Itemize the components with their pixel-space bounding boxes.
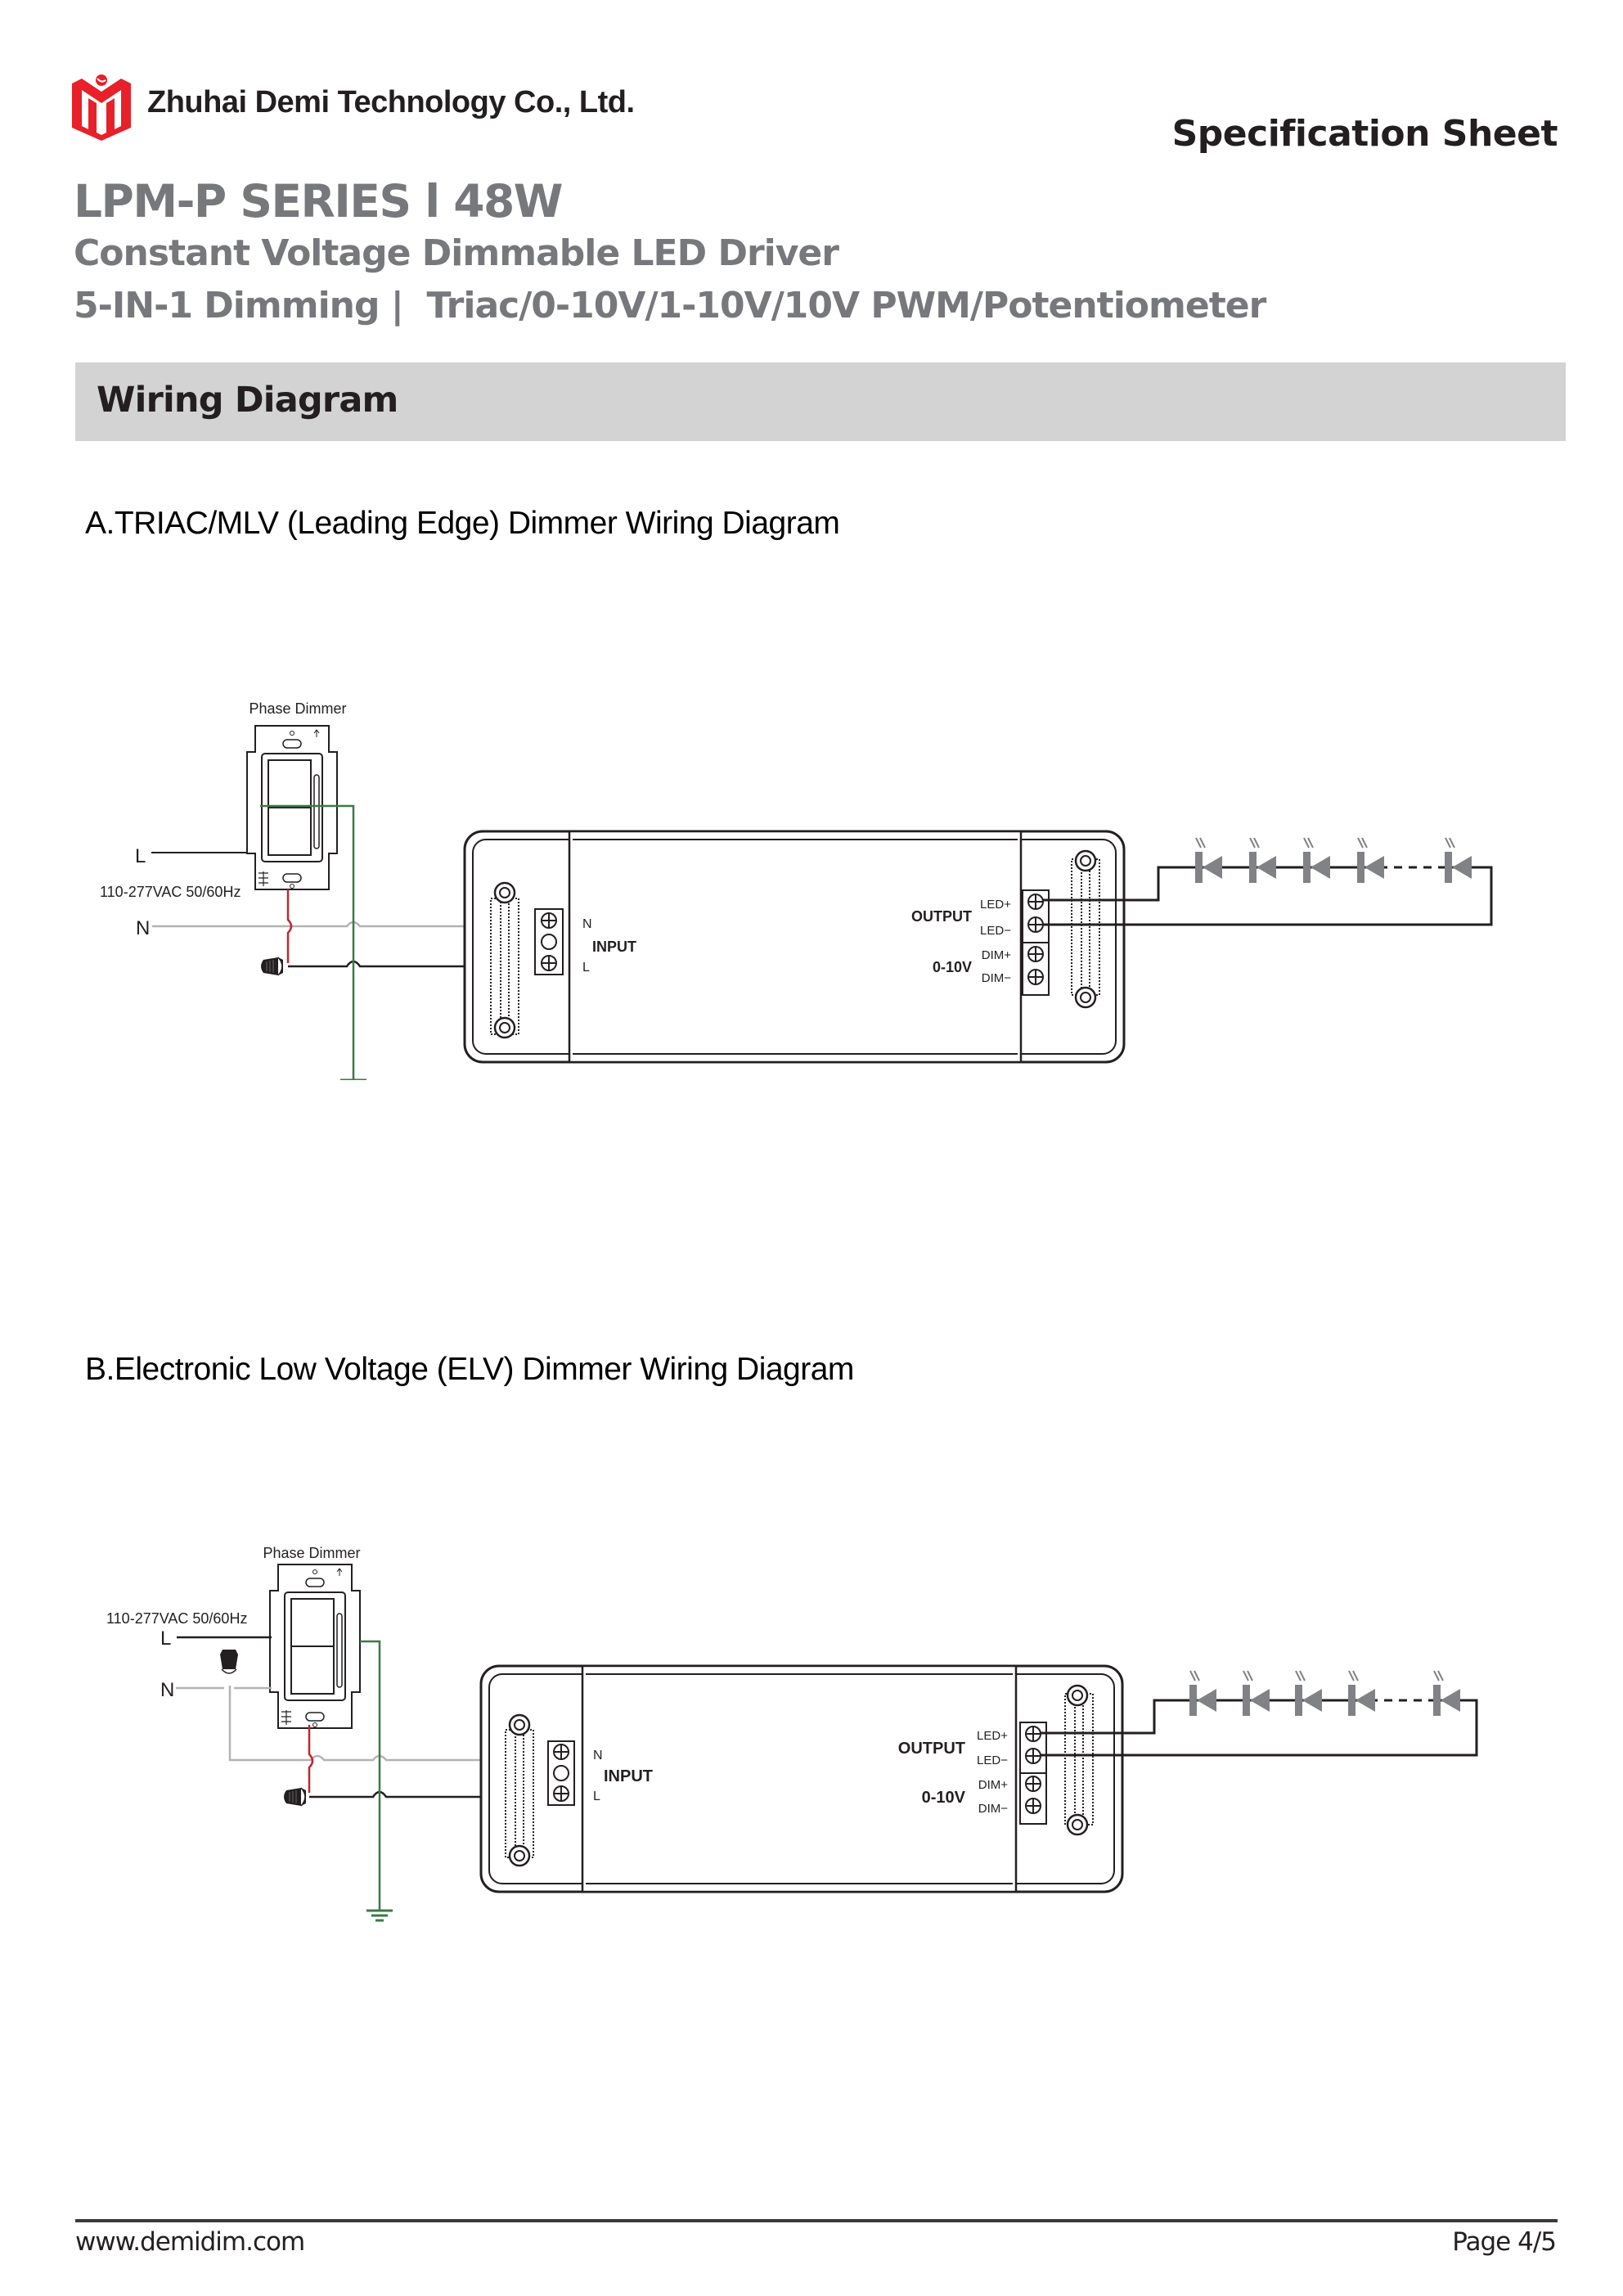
led-icon (1302, 837, 1331, 884)
dimming-modes: 5-IN-1 Dimming | Triac/0-10V/1-10V/10V P… (74, 285, 1266, 326)
led-icon (1432, 1670, 1461, 1717)
line-label: L (160, 1627, 171, 1650)
neutral-label: N (160, 1679, 174, 1701)
diagram-a-title: A.TRIAC/MLV (Leading Edge) Dimmer Wiring… (85, 506, 840, 541)
led-icon (1444, 837, 1472, 884)
supply-label: 110-277VAC 50/60Hz (106, 1610, 247, 1627)
supply-label: 110-277VAC 50/60Hz (100, 884, 241, 900)
phase-dimmer-icon (269, 1564, 361, 1729)
output-label: OUTPUT (911, 908, 972, 925)
dimmer-label: Phase Dimmer (249, 700, 346, 717)
led-icon (1248, 837, 1277, 884)
input-label: INPUT (592, 939, 636, 955)
wire-nut-icon (260, 957, 284, 976)
led-minus-label: LED− (980, 924, 1011, 938)
phase-dimmer-icon (246, 725, 338, 890)
input-n-label: N (593, 1749, 603, 1763)
footer-divider (75, 2219, 1558, 2222)
dim-plus-label: DIM+ (982, 948, 1011, 962)
input-n-label: N (582, 917, 592, 931)
wire-nut-icon (220, 1650, 238, 1674)
output-label: OUTPUT (898, 1740, 965, 1758)
led-minus-label: LED− (977, 1754, 1008, 1767)
dim-minus-label: DIM− (978, 1802, 1008, 1816)
led-plus-label: LED+ (980, 898, 1011, 912)
product-subtitle: Constant Voltage Dimmable LED Driver (74, 232, 839, 274)
neutral-label: N (136, 917, 150, 939)
diagram-b-wiring: Phase Dimmer 110-277VAC 50/60Hz L N (106, 1545, 1478, 1922)
wire-nut-icon (283, 1787, 307, 1807)
led-icon (1294, 1670, 1323, 1717)
led-driver (479, 1664, 1124, 1893)
series-title: LPM-P SERIES l 48W (74, 175, 563, 227)
led-icon (1194, 837, 1223, 884)
dimmer-label: Phase Dimmer (263, 1545, 360, 1561)
line-label: L (135, 845, 146, 867)
diagram-a-wiring: Phase Dimmer L 110-277VAC 50/60Hz N (100, 700, 1493, 1080)
footer-website-link[interactable]: www.demidim.com (75, 2227, 305, 2257)
page-number: Page 4/5 (1452, 2227, 1557, 2257)
input-l-label: L (593, 1790, 600, 1803)
led-icon (1356, 837, 1385, 884)
section-header-bar (75, 362, 1566, 441)
demi-logo-icon (72, 74, 131, 141)
company-name: Zhuhai Demi Technology Co., Ltd. (147, 85, 635, 119)
led-icon (1189, 1670, 1217, 1717)
dim-plus-label: DIM+ (978, 1778, 1008, 1792)
document-type: Specification Sheet (1171, 113, 1558, 155)
led-driver (463, 830, 1126, 1064)
ground-icon (365, 1909, 394, 1922)
dim-mode-label: 0-10V (933, 959, 972, 975)
input-label: INPUT (604, 1767, 653, 1785)
led-plus-label: LED+ (977, 1729, 1008, 1743)
led-icon (1242, 1670, 1270, 1717)
dim-mode-label: 0-10V (922, 1789, 966, 1807)
led-icon (1347, 1670, 1376, 1717)
diagram-b-title: B.Electronic Low Voltage (ELV) Dimmer Wi… (85, 1352, 854, 1387)
input-l-label: L (582, 961, 590, 975)
section-title: Wiring Diagram (97, 380, 398, 421)
dim-minus-label: DIM− (982, 971, 1011, 985)
